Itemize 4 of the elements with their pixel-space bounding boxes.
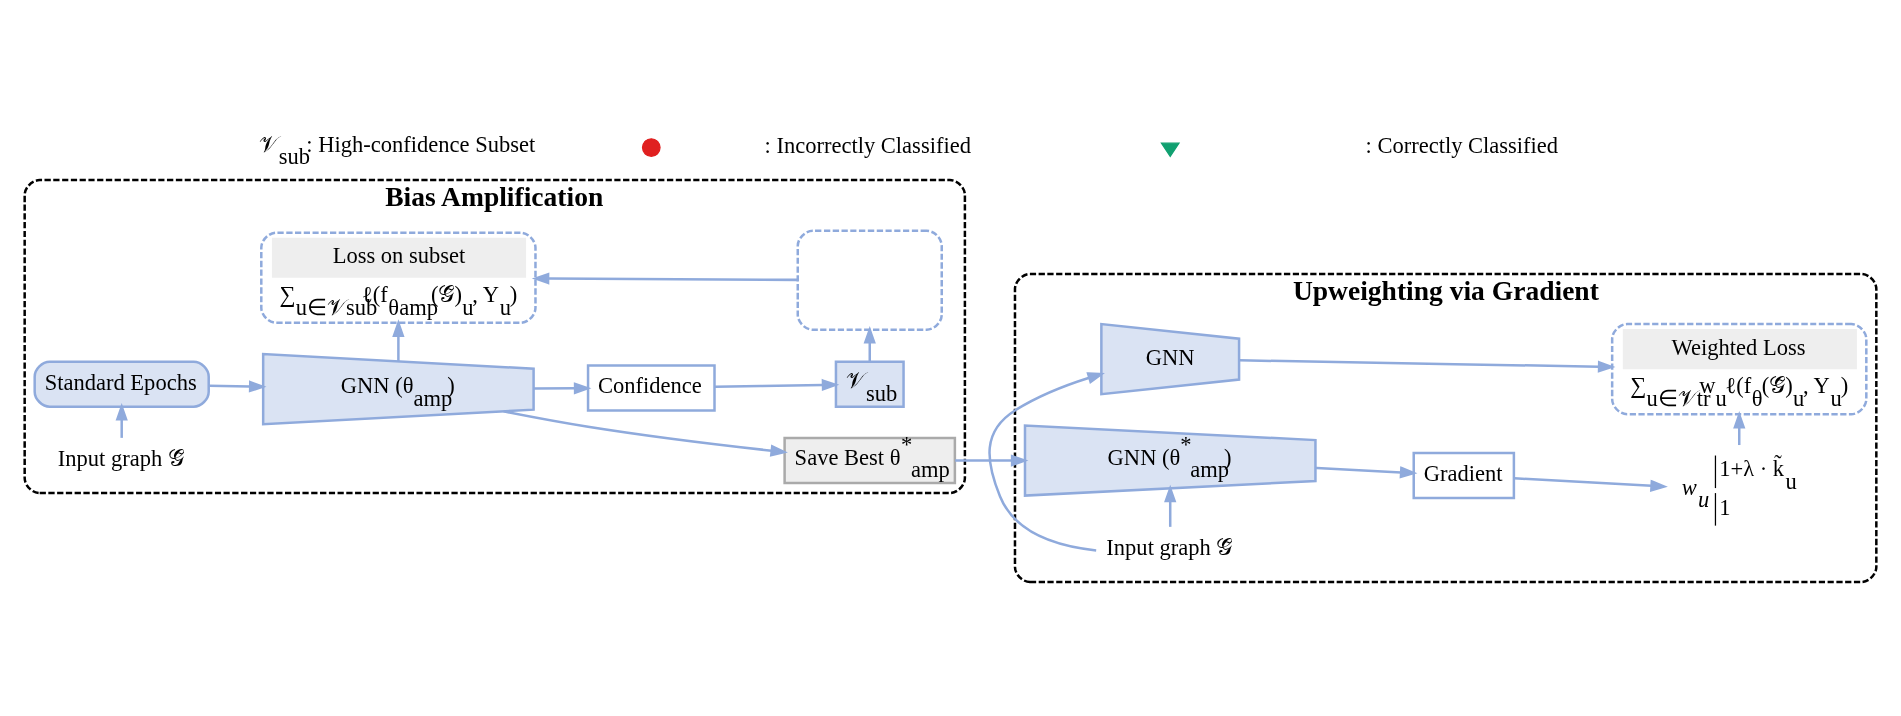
node-text: Input graph 𝒢̃ [57,445,184,471]
node-text: Input graph 𝒢̃ [1106,534,1233,560]
legend-label: : Incorrectly Classified [764,132,971,158]
legend-label: : Correctly Classified [1365,132,1559,158]
